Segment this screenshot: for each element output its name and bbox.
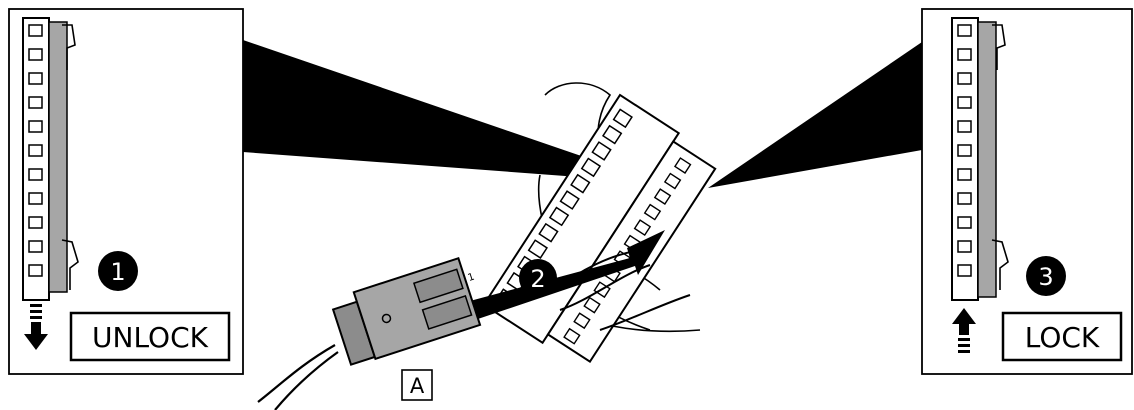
strip-cavity bbox=[957, 216, 972, 229]
unlock-direction-arrow bbox=[24, 304, 48, 350]
strip-cavity bbox=[957, 240, 972, 253]
lock-panel: 3 LOCK bbox=[921, 8, 1133, 375]
housing-cavity bbox=[548, 206, 570, 227]
plug-connector-a: 1 2 bbox=[257, 257, 485, 410]
housing-cavity bbox=[601, 124, 623, 145]
main-connector-housing bbox=[482, 82, 717, 364]
housing-cavity bbox=[559, 190, 580, 210]
strip-cavity bbox=[957, 96, 972, 109]
strip-cavity bbox=[957, 168, 972, 181]
right-zoom-wedge bbox=[708, 42, 922, 188]
lock-label-box bbox=[1001, 311, 1123, 362]
strip-cavity bbox=[957, 72, 972, 85]
strip-cavity bbox=[28, 24, 43, 37]
lock-label: LOCK bbox=[1025, 321, 1100, 354]
strip-cavity bbox=[957, 192, 972, 205]
strip-cavity bbox=[957, 264, 972, 277]
strip-cavity bbox=[957, 120, 972, 133]
housing-cavity bbox=[563, 327, 581, 345]
strip-cavity bbox=[28, 264, 43, 277]
strip-cavity bbox=[957, 24, 972, 37]
housing-cavity bbox=[663, 172, 682, 190]
pin-1-marking: 1 bbox=[466, 272, 475, 284]
strip-cavity bbox=[28, 216, 43, 229]
housing-cavity bbox=[633, 219, 652, 237]
unlock-label: UNLOCK bbox=[92, 321, 209, 354]
strip-cavity bbox=[28, 168, 43, 181]
strip-cavity bbox=[28, 240, 43, 253]
housing-cavity bbox=[570, 173, 591, 194]
unlock-label-box bbox=[69, 311, 231, 362]
strip-cavity bbox=[957, 144, 972, 157]
strip-cavity bbox=[28, 120, 43, 133]
strip-cavity bbox=[28, 96, 43, 109]
housing-cavity bbox=[612, 108, 633, 129]
housing-cavity bbox=[538, 222, 559, 243]
housing-cavity bbox=[643, 203, 662, 221]
housing-cavity bbox=[573, 312, 591, 330]
step-2-number: 2 bbox=[530, 265, 545, 293]
step-1-number: 1 bbox=[110, 258, 125, 286]
strip-cavity bbox=[957, 48, 972, 61]
lock-direction-arrow bbox=[952, 308, 976, 353]
housing-cavity bbox=[591, 141, 612, 161]
strip-cavity bbox=[28, 144, 43, 157]
callout-a-box bbox=[401, 369, 433, 401]
step-3-badge bbox=[1026, 256, 1066, 296]
housing-cavity bbox=[673, 157, 692, 174]
housing-cavity bbox=[653, 188, 672, 205]
strip-cavity bbox=[28, 48, 43, 61]
step-1-badge bbox=[98, 251, 138, 291]
step-2-badge bbox=[519, 259, 557, 297]
left-zoom-wedge bbox=[243, 40, 660, 183]
unlock-panel: 1 UNLOCK bbox=[8, 8, 244, 375]
pin-2-marking: 2 bbox=[476, 300, 485, 312]
housing-cavity bbox=[580, 157, 602, 178]
strip-cavity bbox=[28, 192, 43, 205]
housing-cavity bbox=[583, 296, 601, 314]
insertion-arrow bbox=[455, 230, 665, 325]
callout-a-label: A bbox=[410, 374, 425, 398]
step-3-number: 3 bbox=[1038, 263, 1053, 291]
housing-cavity bbox=[527, 239, 548, 259]
strip-cavity bbox=[28, 72, 43, 85]
